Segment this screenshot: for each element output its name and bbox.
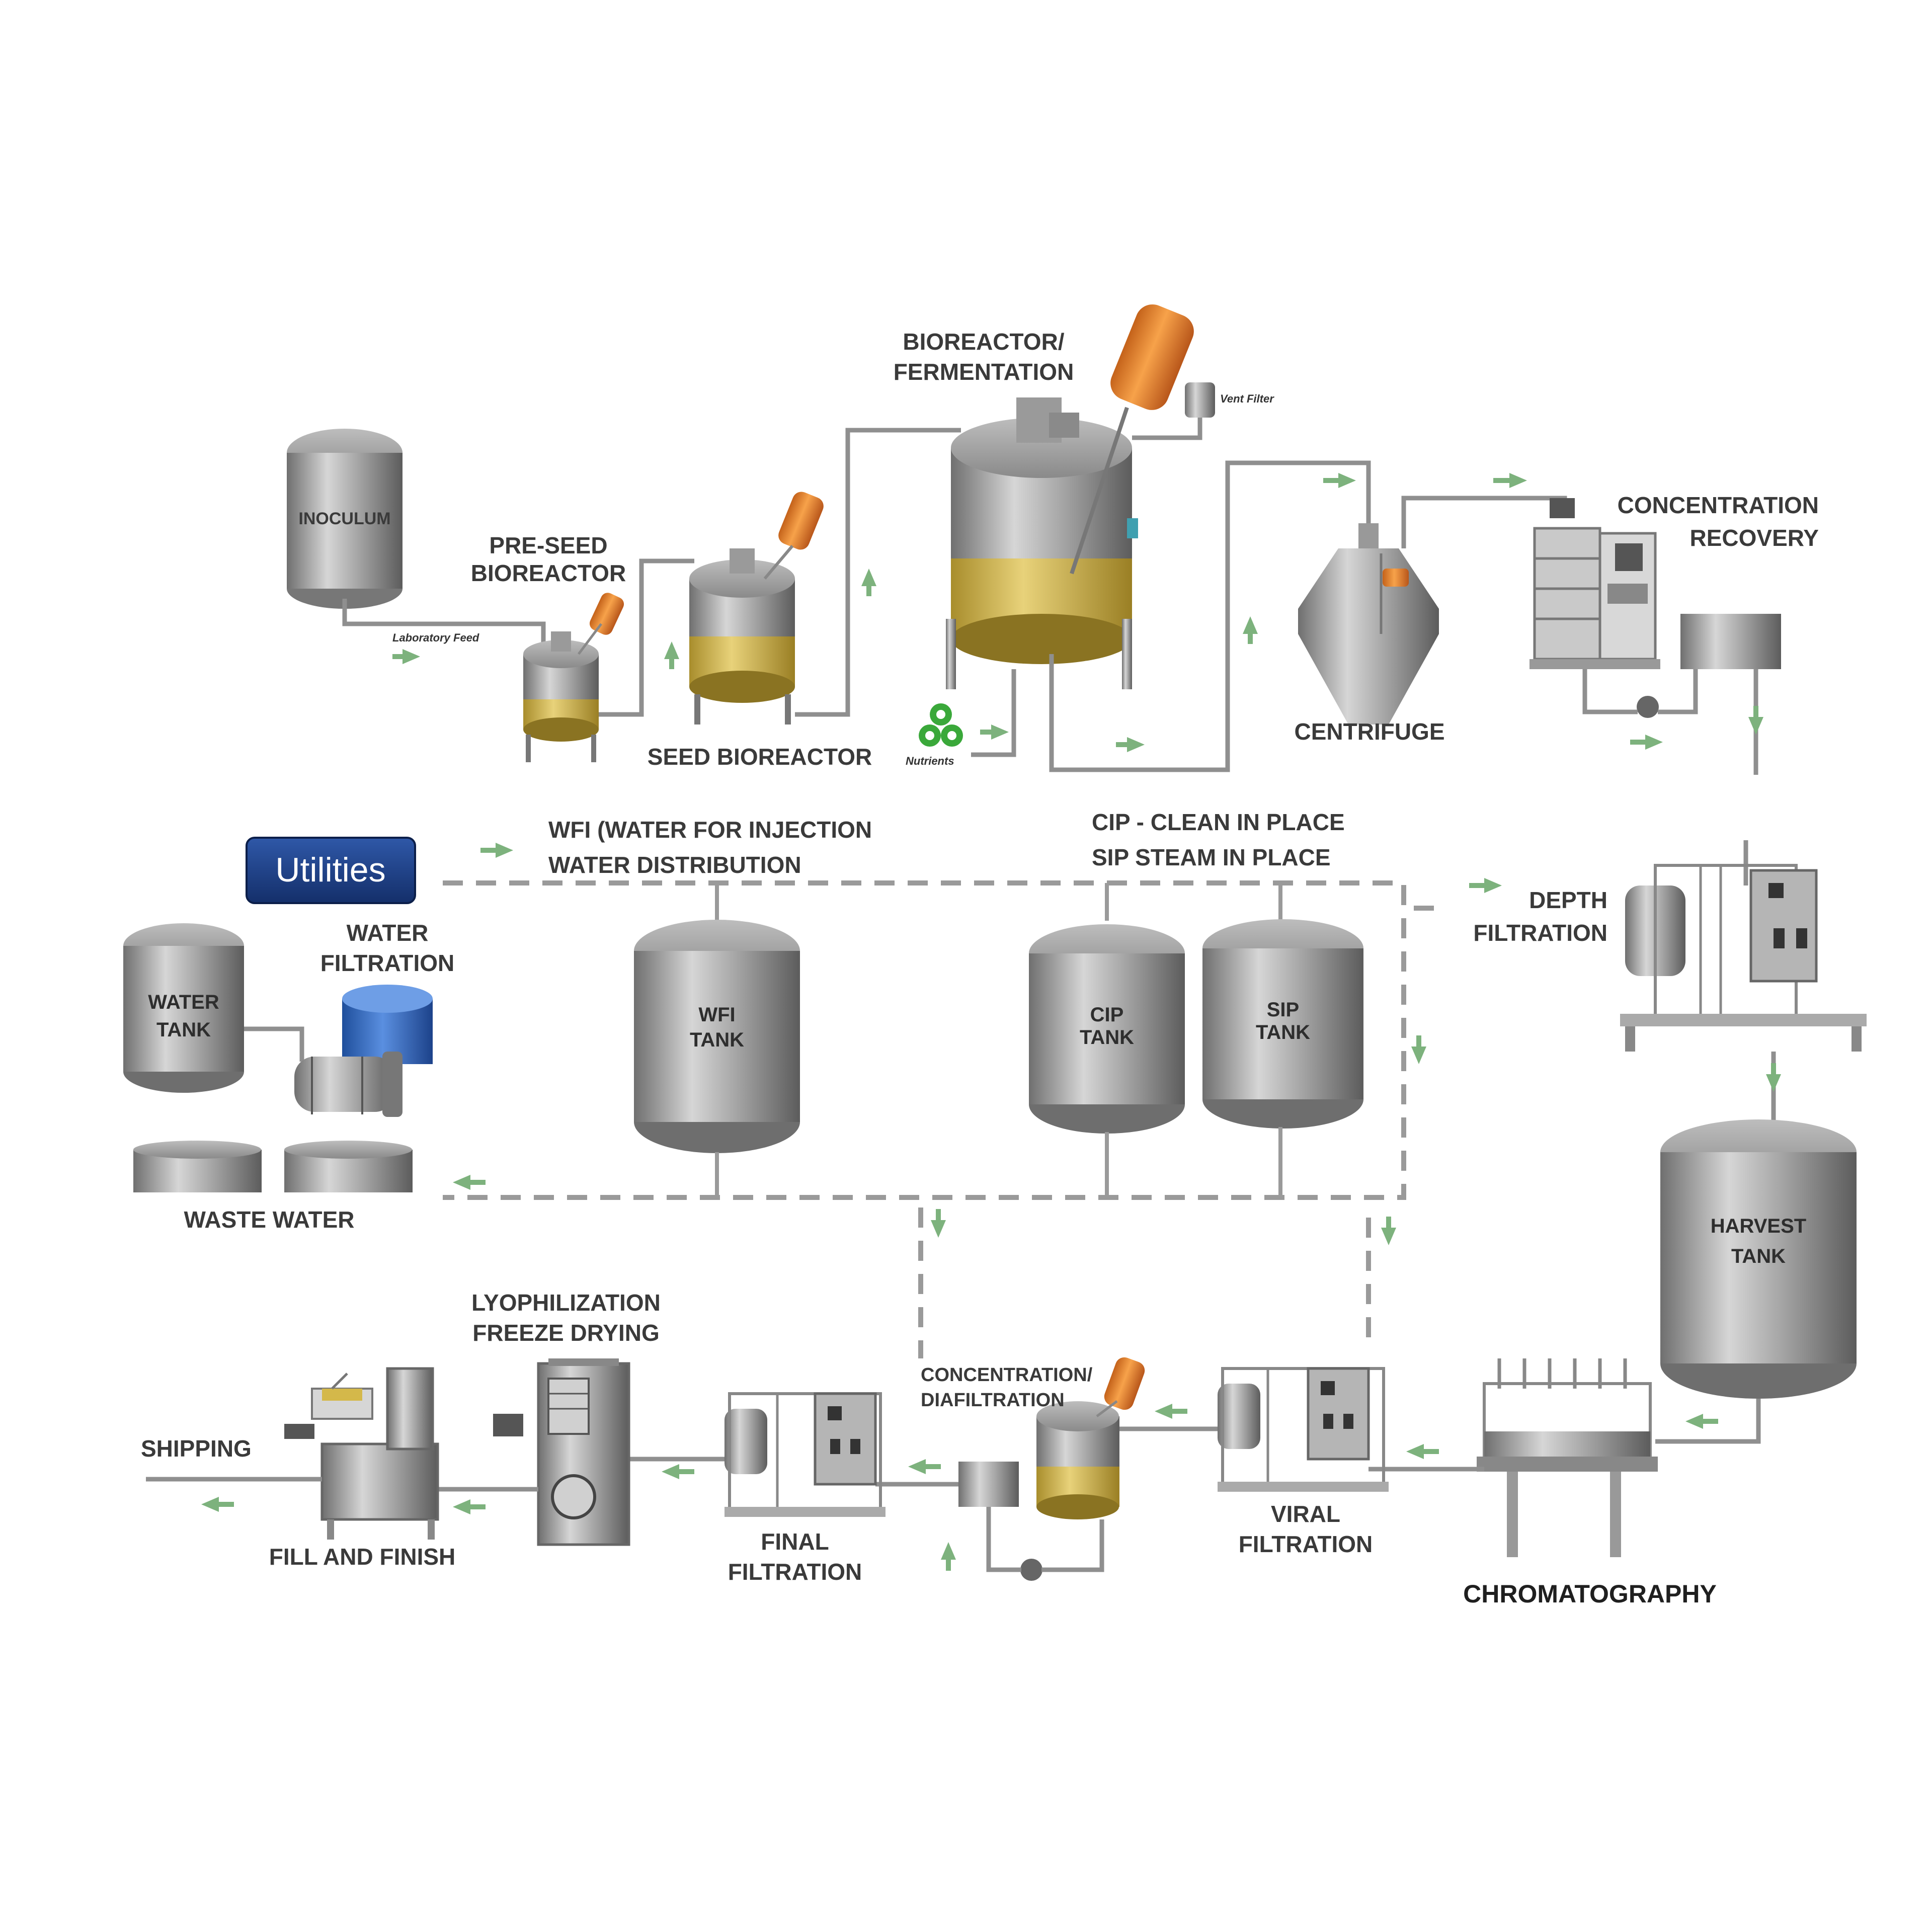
final-filtration-label-1: FINAL <box>761 1528 829 1555</box>
concentration-recovery-label-2: RECOVERY <box>1690 525 1819 551</box>
sip-tank-label-2: TANK <box>1256 1021 1310 1043</box>
flow-arrow <box>1766 1074 1781 1092</box>
waste-water-label: WASTE WATER <box>184 1206 354 1233</box>
pre-seed-label-2: BIOREACTOR <box>471 560 626 586</box>
final-filtration-label-2: FILTRATION <box>728 1559 862 1585</box>
inoculum-label: INOCULUM <box>298 509 390 528</box>
flow-arrow <box>1484 878 1502 893</box>
pre-seed-label-1: PRE-SEED <box>489 532 607 558</box>
flow-arrow <box>861 569 876 586</box>
seed-bioreactor <box>689 492 824 725</box>
shipping-label: SHIPPING <box>141 1435 252 1462</box>
flow-arrow <box>201 1497 219 1512</box>
sip-tank: SIP TANK <box>1202 883 1363 1197</box>
concentration-recovery-unit <box>1530 498 1781 718</box>
water-tank-label-1: WATER <box>148 991 219 1013</box>
seed-bioreactor-label: SEED BIOREACTOR <box>648 744 872 770</box>
harvest-tank: HARVEST TANK <box>1660 1119 1857 1399</box>
cip-tank-label-1: CIP <box>1090 1004 1124 1026</box>
nutrients-label: Nutrients <box>906 755 954 767</box>
centrifuge <box>1298 523 1439 725</box>
flow-arrow <box>496 843 513 858</box>
bioreactor-label-2: FERMENTATION <box>894 359 1074 385</box>
harvest-tank-label-2: TANK <box>1731 1245 1786 1267</box>
flow-arrow <box>1411 1046 1426 1064</box>
wfi-tank: WFI TANK <box>634 883 800 1197</box>
wfi-label-2: WATER DISTRIBUTION <box>548 852 801 878</box>
water-tank-label-2: TANK <box>156 1019 211 1041</box>
final-filtration-skid <box>725 1392 886 1517</box>
pre-seed-bioreactor <box>523 593 624 762</box>
lyophilization-unit <box>493 1358 630 1546</box>
flow-arrow <box>1645 735 1663 750</box>
cip-sip-label-2: SIP STEAM IN PLACE <box>1092 844 1331 870</box>
wfi-tank-label-2: TANK <box>690 1029 744 1051</box>
water-filtration-unit <box>294 985 433 1117</box>
depth-filtration-label-2: FILTRATION <box>1473 920 1607 946</box>
flow-arrow <box>1243 616 1258 634</box>
flow-arrow <box>403 649 420 664</box>
lyophilization-label-2: FREEZE DRYING <box>472 1320 659 1346</box>
harvest-tank-label-1: HARVEST <box>1711 1215 1806 1237</box>
flow-arrow <box>1338 473 1356 488</box>
depth-filtration-skid <box>1620 864 1867 1052</box>
bioreactor-fermentation <box>946 304 1215 689</box>
concentration-diafiltration-tank <box>958 1357 1145 1581</box>
flow-arrow <box>1406 1444 1424 1459</box>
laboratory-feed-label: Laboratory Feed <box>392 631 479 644</box>
flow-arrow <box>1685 1414 1703 1429</box>
cip-tank: CIP TANK <box>1029 883 1185 1197</box>
utilities-label: Utilities <box>275 851 385 889</box>
water-filtration-label-1: WATER <box>347 920 429 946</box>
flow-arrow <box>1509 473 1527 488</box>
viral-filtration-label-1: VIRAL <box>1271 1501 1340 1527</box>
flow-arrow <box>991 725 1009 740</box>
flow-arrow <box>662 1464 679 1479</box>
flow-arrow <box>931 1220 946 1238</box>
flow-arrow <box>1127 737 1145 752</box>
chromatography-unit <box>1477 1358 1658 1557</box>
waste-water-tanks <box>133 1141 413 1192</box>
wfi-tank-label-1: WFI <box>698 1004 735 1026</box>
flow-arrow <box>1155 1404 1172 1419</box>
cip-sip-label-1: CIP - CLEAN IN PLACE <box>1092 809 1345 835</box>
flow-arrow <box>453 1499 470 1514</box>
wfi-label-1: WFI (WATER FOR INJECTION <box>548 817 872 843</box>
flow-arrow <box>664 641 679 659</box>
flow-arrow <box>941 1542 956 1560</box>
viral-filtration-skid <box>1218 1367 1389 1492</box>
inoculum-tank: INOCULUM <box>287 429 403 609</box>
flow-arrow <box>453 1175 470 1190</box>
chromatography-label: CHROMATOGRAPHY <box>1463 1580 1717 1608</box>
concentration-diafiltration-label-2: DIAFILTRATION <box>921 1390 1065 1411</box>
flow-arrow <box>1748 717 1763 735</box>
vent-filter-label: Vent Filter <box>1220 392 1274 405</box>
flow-arrow <box>908 1459 926 1474</box>
depth-filtration-label-1: DEPTH <box>1529 887 1607 913</box>
lyophilization-label-1: LYOPHILIZATION <box>471 1290 661 1316</box>
concentration-diafiltration-label-1: CONCENTRATION/ <box>921 1364 1093 1386</box>
sip-tank-label-1: SIP <box>1267 999 1299 1021</box>
viral-filtration-label-2: FILTRATION <box>1239 1531 1373 1557</box>
water-tank: WATER TANK <box>123 923 244 1093</box>
fill-and-finish-unit <box>284 1367 439 1540</box>
bioreactor-label-1: BIOREACTOR/ <box>903 329 1064 355</box>
nutrients-icon <box>919 703 963 747</box>
utilities-badge: Utilities <box>246 837 416 904</box>
flow-arrow <box>1381 1228 1396 1245</box>
cip-tank-label-2: TANK <box>1080 1026 1134 1049</box>
centrifuge-label: CENTRIFUGE <box>1295 718 1445 745</box>
fill-and-finish-label: FILL AND FINISH <box>269 1544 456 1570</box>
concentration-recovery-label-1: CONCENTRATION <box>1618 492 1819 518</box>
water-filtration-label-2: FILTRATION <box>320 950 455 976</box>
